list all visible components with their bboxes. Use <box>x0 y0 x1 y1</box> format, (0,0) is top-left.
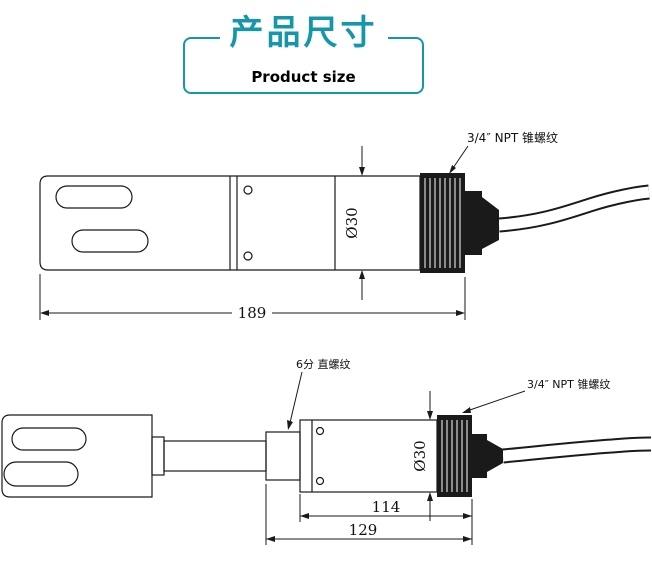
bottom-diameter-label: Ø30 <box>411 440 429 471</box>
top-sensor-slot-2 <box>71 229 149 253</box>
top-diameter-label: Ø30 <box>343 207 361 238</box>
leader-arrow <box>287 420 293 430</box>
top-length-dimension: 189 <box>39 274 466 322</box>
top-probe-body <box>39 175 421 271</box>
top-length-label: 189 <box>238 304 267 322</box>
bottom-length-114-dimension: 114 <box>299 494 473 545</box>
bottom-cable-gland <box>472 434 503 478</box>
bottom-length-129-dimension: 129 <box>265 484 472 545</box>
page-title-en: Product size <box>251 68 356 86</box>
bottom-straight-thread-callout: 6分 直螺纹 <box>287 357 351 430</box>
bottom-thread-label: 3/4″ NPT 锥螺纹 <box>527 377 610 391</box>
top-sensor-slot-1 <box>55 185 133 209</box>
top-cable-gland <box>465 191 499 255</box>
bottom-thread-hatching <box>441 420 468 492</box>
top-thread-hatching <box>424 178 461 268</box>
bottom-sensor-cage <box>1 414 153 498</box>
top-probe-drawing: 3/4″ NPT 锥螺纹 Ø30 189 <box>39 131 650 322</box>
top-body-joints <box>229 176 336 270</box>
top-thread-section <box>420 173 465 273</box>
bottom-collar <box>151 436 165 476</box>
bottom-shaft <box>163 440 267 472</box>
bottom-probe-drawing: 6分 直螺纹 3/4″ NPT 锥螺纹 Ø30 <box>1 357 652 545</box>
bottom-thread-section <box>437 415 472 497</box>
leader-arrow <box>449 165 456 174</box>
bottom-length-inner-label: 114 <box>372 498 401 516</box>
title-box: 产品尺寸 Product size <box>183 14 424 94</box>
top-cable <box>498 184 650 233</box>
bottom-length-outer-label: 129 <box>349 521 378 539</box>
page-title-cn: 产品尺寸 <box>219 14 388 53</box>
bottom-sensor-slot-1 <box>11 427 87 451</box>
leader-arrow <box>462 407 471 413</box>
bottom-cable <box>502 436 652 464</box>
bottom-straight-thread-label: 6分 直螺纹 <box>296 357 351 371</box>
top-diameter-dimension: Ø30 <box>343 146 365 300</box>
bottom-diameter-dimension: Ø30 <box>411 391 433 521</box>
bottom-sensor-slot-2 <box>3 461 79 487</box>
top-thread-callout: 3/4″ NPT 锥螺纹 <box>449 131 558 174</box>
bottom-straight-thread-coupler <box>265 431 301 481</box>
bottom-body-joints <box>311 420 325 492</box>
top-thread-label: 3/4″ NPT 锥螺纹 <box>467 131 558 145</box>
bottom-thread-callout: 3/4″ NPT 锥螺纹 <box>462 377 610 413</box>
